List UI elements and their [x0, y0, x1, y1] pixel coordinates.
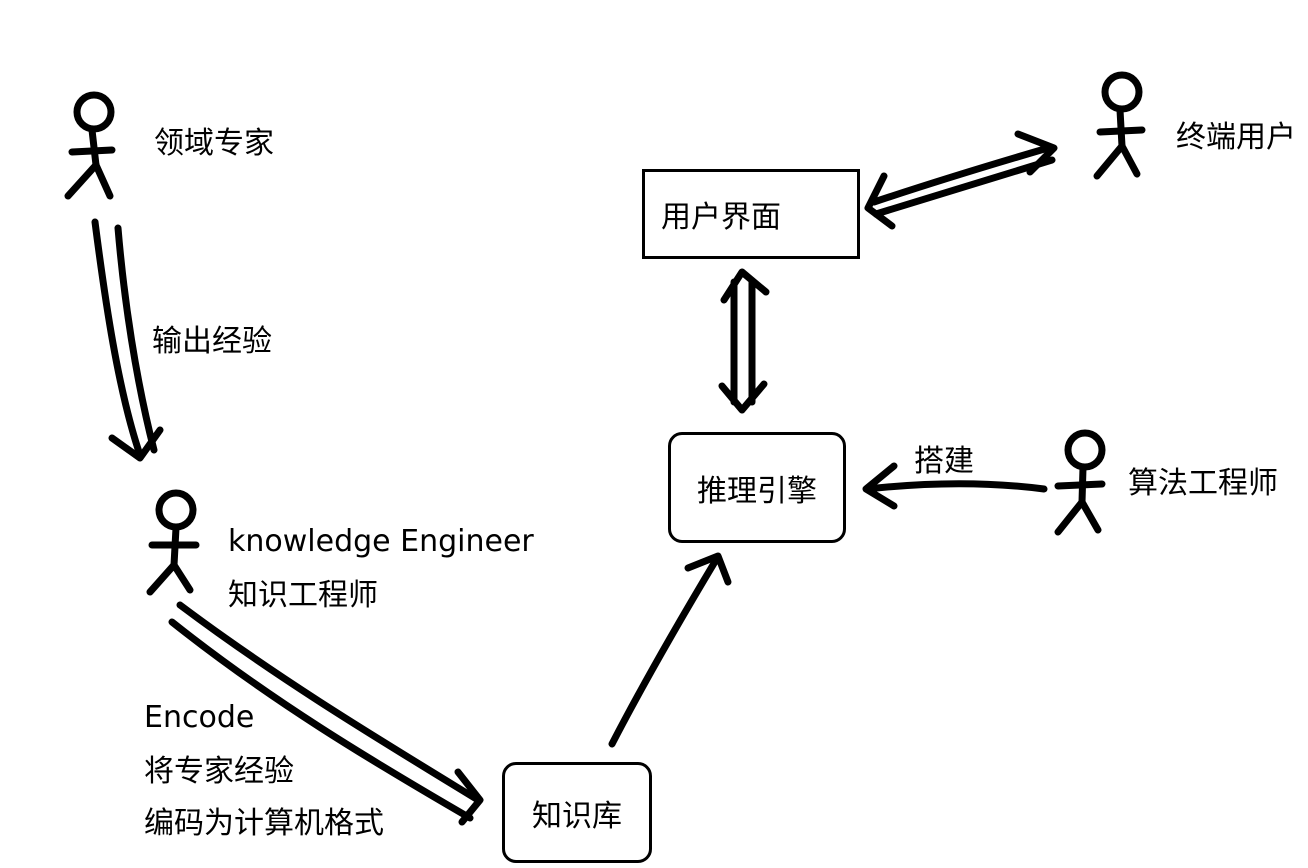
ui-engine-bidirectional-arrow — [718, 268, 770, 414]
knowledge-engineer-figure — [146, 489, 200, 596]
knowledge-engineer-en-label: knowledge Engineer — [228, 524, 534, 559]
build-label: 搭建 — [914, 444, 974, 479]
user-interface-label: 用户界面 — [661, 200, 781, 235]
encode-arrow — [168, 601, 484, 826]
algorithm-engineer-figure — [1054, 429, 1106, 536]
end-user-figure — [1093, 71, 1146, 180]
knowledge-base-box: 知识库 — [502, 762, 652, 863]
kb-to-engine-arrow — [608, 552, 732, 748]
domain-expert-label: 领域专家 — [154, 126, 274, 161]
end-user-label: 终端用户 — [1176, 120, 1296, 155]
algorithm-engineer-label: 算法工程师 — [1128, 466, 1278, 501]
encode-label-line3: 编码为计算机格式 — [144, 806, 384, 841]
ui-enduser-bidirectional-arrow — [864, 130, 1058, 230]
encode-label-line2: 将专家经验 — [144, 754, 294, 789]
output-experience-arrow — [91, 218, 164, 462]
domain-expert-figure — [64, 91, 116, 200]
encode-label-line1: Encode — [144, 700, 255, 735]
inference-engine-box: 推理引擎 — [668, 432, 846, 543]
inference-engine-label: 推理引擎 — [697, 473, 817, 509]
output-experience-label: 输出经验 — [152, 324, 272, 359]
knowledge-engineer-cn-label: 知识工程师 — [228, 578, 378, 613]
build-arrow — [862, 462, 1048, 510]
knowledge-base-label: 知识库 — [532, 798, 622, 834]
user-interface-box: 用户界面 — [642, 169, 860, 259]
